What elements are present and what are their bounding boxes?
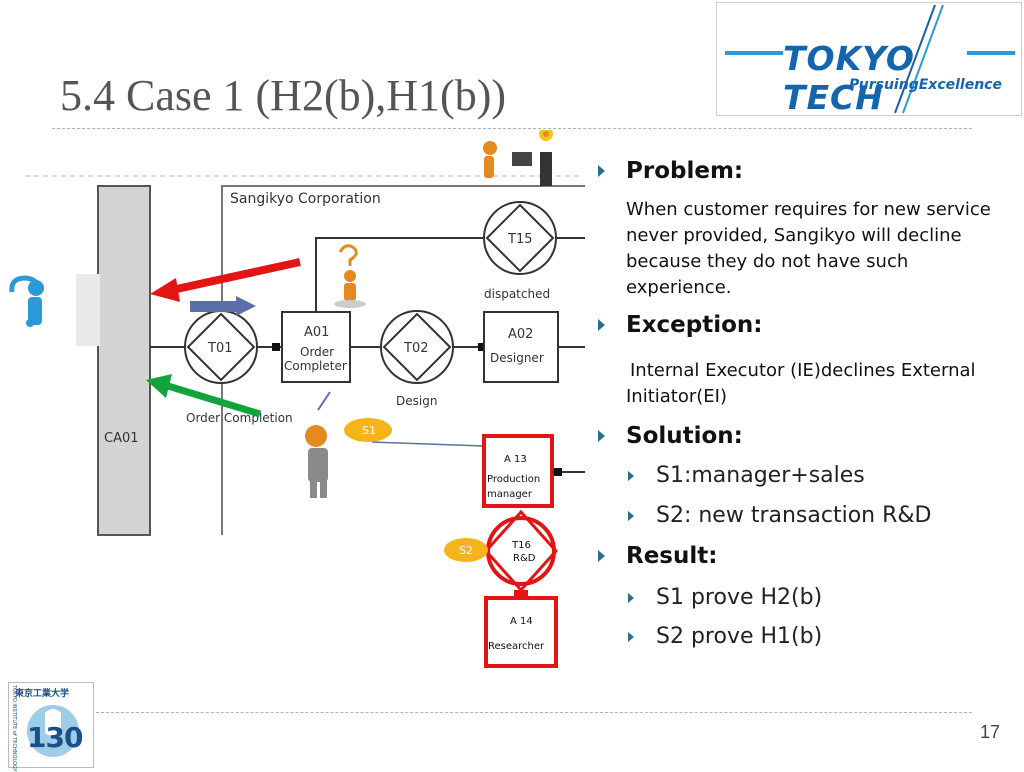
- s1-badge: [344, 418, 392, 442]
- result-heading: Result:: [626, 543, 718, 569]
- t16-label: T16: [511, 540, 531, 551]
- bullet-icon: [598, 430, 605, 442]
- result-item-text: S1 prove H2(b): [656, 585, 823, 610]
- a13-role-1: Production: [487, 474, 540, 485]
- title-divider: [52, 128, 972, 129]
- emblem-side-text: TOKYO INSTITUTE of TECHNOLOGY: [11, 685, 17, 772]
- t15-diamond: [485, 203, 555, 273]
- solution-item-text: S1:manager+sales: [656, 463, 865, 488]
- org-boundary: [221, 185, 585, 535]
- person-at-computer-icon: [483, 130, 553, 186]
- connector-dot: [478, 343, 486, 351]
- logo-wordmark: TOKYO TECH: [783, 39, 915, 117]
- logo-stripes: [725, 4, 1015, 114]
- connector: [315, 237, 484, 312]
- a14-label: A 14: [510, 616, 533, 627]
- s1-link-line: [371, 441, 485, 447]
- decline-arrow: [171, 258, 301, 294]
- rd-label: R&D: [513, 553, 536, 564]
- a02-actor: [483, 311, 559, 383]
- problem-heading: Problem:: [626, 158, 744, 184]
- ca01-notch: [76, 274, 100, 346]
- t02-label: T02: [403, 341, 428, 356]
- sub-bullet-icon: [628, 471, 634, 481]
- result-item-text: S2 prove H1(b): [656, 624, 823, 649]
- request-arrow: [190, 301, 238, 312]
- t16-transaction: [486, 516, 556, 586]
- t01-diamond: [186, 312, 256, 382]
- return-arrowhead: [146, 374, 172, 398]
- bullet-icon: [598, 165, 605, 177]
- a01-label: A01: [304, 325, 329, 340]
- exception-heading: Exception:: [626, 312, 763, 338]
- slide-title: 5.4 Case 1 (H2(b),H1(b)): [60, 71, 506, 120]
- customer-question-icon: [9, 275, 44, 327]
- sub-bullet-icon: [628, 511, 634, 521]
- emblem-number: 130: [27, 721, 83, 754]
- a01-actor: [281, 311, 351, 383]
- sub-bullet-icon: [628, 632, 634, 642]
- confused-person-icon: [334, 244, 366, 308]
- decline-arrowhead: [150, 278, 180, 302]
- manager-person-icon: [305, 425, 328, 498]
- a02-role: Designer: [490, 351, 544, 365]
- connector-dot: [554, 468, 562, 476]
- request-arrowhead: [236, 296, 256, 316]
- solution-heading: Solution:: [626, 423, 743, 449]
- return-arrow: [166, 382, 262, 418]
- a14-actor: [484, 596, 558, 668]
- org-label: Sangikyo Corporation: [230, 191, 381, 207]
- emblem-graphic: [27, 705, 79, 757]
- a01-role-1: Order: [300, 345, 334, 359]
- university-emblem: 東京工業大学 130 TOKYO INSTITUTE of TECHNOLOGY: [8, 682, 94, 772]
- bullet-icon: [598, 550, 605, 562]
- a13-label: A 13: [504, 454, 527, 465]
- connector-dot: [272, 343, 280, 351]
- order-completion-label: Order Completion: [186, 411, 293, 425]
- footer-divider: [96, 712, 972, 713]
- ca01-label: CA01: [104, 431, 139, 446]
- tokyo-tech-logo: TOKYO TECH PursuingExcellence: [716, 2, 1022, 117]
- s1-badge-label: S1: [362, 424, 376, 437]
- ca01-column: [97, 185, 151, 536]
- bullet-icon: [598, 319, 605, 331]
- s2-badge: [444, 538, 488, 562]
- a14-role: Researcher: [488, 641, 545, 652]
- page-number: 17: [980, 722, 1001, 742]
- s2-badge-label: S2: [459, 544, 473, 557]
- solution-item-text: S2: new transaction R&D: [656, 503, 932, 528]
- logo-tagline: PursuingExcellence: [849, 77, 1002, 93]
- t15-transaction: [483, 201, 557, 275]
- t02-transaction: [380, 310, 454, 384]
- t15-label: T15: [507, 232, 532, 247]
- t02-diamond: [382, 312, 452, 382]
- a13-role-2: manager: [487, 489, 533, 500]
- exception-text: Internal Executor (IE)declines External …: [626, 360, 976, 407]
- design-label: Design: [396, 394, 437, 408]
- t01-label: T01: [207, 341, 232, 356]
- sub-bullet-icon: [628, 593, 634, 603]
- problem-text: When customer requires for new service n…: [626, 199, 991, 298]
- a01-role-2: Completer: [284, 359, 347, 373]
- emblem-uni-text: 東京工業大学: [15, 689, 70, 699]
- link-line: [317, 391, 331, 411]
- dispatched-label: dispatched: [484, 287, 550, 301]
- a02-label: A02: [508, 327, 533, 342]
- process-diagram: CA01 Sangikyo Corporation T15 dispatched…: [9, 130, 585, 668]
